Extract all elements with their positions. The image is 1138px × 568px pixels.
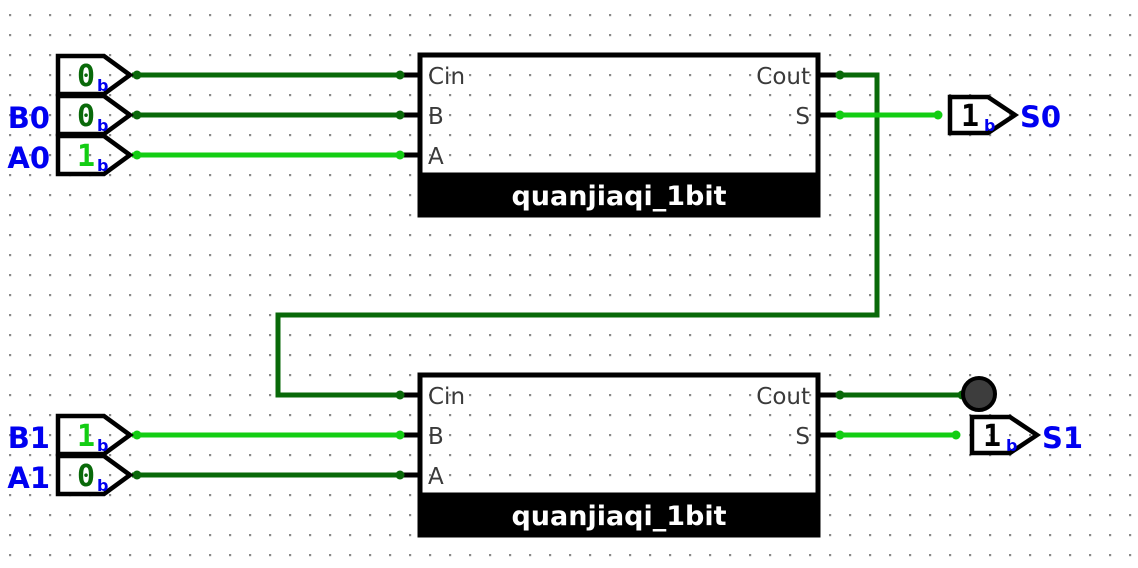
dot — [835, 390, 845, 400]
dot — [132, 430, 142, 440]
dot — [395, 470, 405, 480]
pin-label: A1 — [7, 461, 50, 495]
pin-radix: b — [97, 436, 108, 455]
pin-value: 1 — [77, 419, 95, 454]
dot — [395, 110, 405, 120]
pin-radix: b — [1006, 436, 1017, 455]
port-label-a: A — [428, 144, 444, 170]
input-pin-a0[interactable]: 1 b A0 — [7, 133, 134, 177]
port-label-cin: Cin — [428, 384, 465, 410]
dot — [835, 110, 845, 120]
port-label-b: B — [428, 424, 444, 450]
pin-value: 0 — [77, 459, 95, 494]
input-pin-b1[interactable]: 1 b B1 — [8, 413, 134, 457]
pin-value: 0 — [77, 99, 95, 134]
dot — [835, 70, 845, 80]
input-pin-b0[interactable]: 0 b B0 — [8, 93, 134, 137]
component-title: quanjiaqi_1bit — [511, 181, 726, 212]
port-label-b: B — [428, 104, 444, 130]
pin-label: S0 — [1020, 100, 1061, 134]
full-adder-0[interactable]: quanjiaqi_1bit Cin B A Cout S — [417, 52, 821, 218]
wires — [132, 72, 965, 478]
input-pin-shape[interactable] — [55, 93, 134, 137]
dot — [835, 430, 845, 440]
pin-value: 0 — [77, 59, 95, 94]
pin-value: 1 — [77, 139, 95, 174]
dot — [395, 150, 405, 160]
wire-carry-cout0-to-cin1 — [275, 72, 880, 398]
pin-radix: b — [97, 156, 108, 175]
input-pin-shape[interactable] — [55, 413, 134, 457]
component-title-bar — [417, 492, 821, 538]
pin-label: A0 — [7, 141, 50, 175]
dot — [933, 110, 943, 120]
port-label-a: A — [428, 464, 444, 490]
component-title: quanjiaqi_1bit — [511, 501, 726, 532]
dot — [132, 470, 142, 480]
dot — [132, 110, 142, 120]
full-adder-1[interactable]: quanjiaqi_1bit Cin B A Cout S — [417, 372, 821, 538]
dot — [951, 430, 961, 440]
input-pin-shape[interactable] — [55, 53, 134, 97]
pin-label: B0 — [8, 101, 50, 135]
output-pin-shape[interactable] — [947, 94, 1020, 136]
port-label-cin: Cin — [428, 64, 465, 90]
pin-value: 1 — [983, 419, 1001, 454]
input-pin-cin0[interactable]: 0 b — [55, 53, 134, 97]
input-pin-shape[interactable] — [55, 453, 134, 497]
input-pin-shape[interactable] — [55, 133, 134, 177]
dot — [132, 70, 142, 80]
dot — [395, 70, 405, 80]
pin-radix: b — [97, 476, 108, 495]
port-label-cout: Cout — [756, 64, 810, 90]
output-pin-s0[interactable]: 1 b S0 — [947, 94, 1061, 136]
port-label-cout: Cout — [756, 384, 810, 410]
pin-value: 1 — [961, 99, 979, 134]
pin-radix: b — [97, 76, 108, 95]
pin-radix: b — [97, 116, 108, 135]
dot — [132, 150, 142, 160]
pin-radix: b — [984, 116, 995, 135]
pin-label: S1 — [1042, 421, 1083, 455]
port-label-s: S — [795, 424, 810, 450]
pin-label: B1 — [8, 421, 50, 455]
output-pin-s1[interactable]: 1 b S1 — [969, 414, 1083, 456]
dot — [395, 390, 405, 400]
output-pin-shape[interactable] — [969, 414, 1042, 456]
input-pin-a1[interactable]: 0 b A1 — [7, 453, 134, 497]
dot — [395, 430, 405, 440]
led-cout-indicator[interactable] — [961, 376, 997, 412]
component-title-bar — [417, 172, 821, 218]
port-label-s: S — [795, 104, 810, 130]
